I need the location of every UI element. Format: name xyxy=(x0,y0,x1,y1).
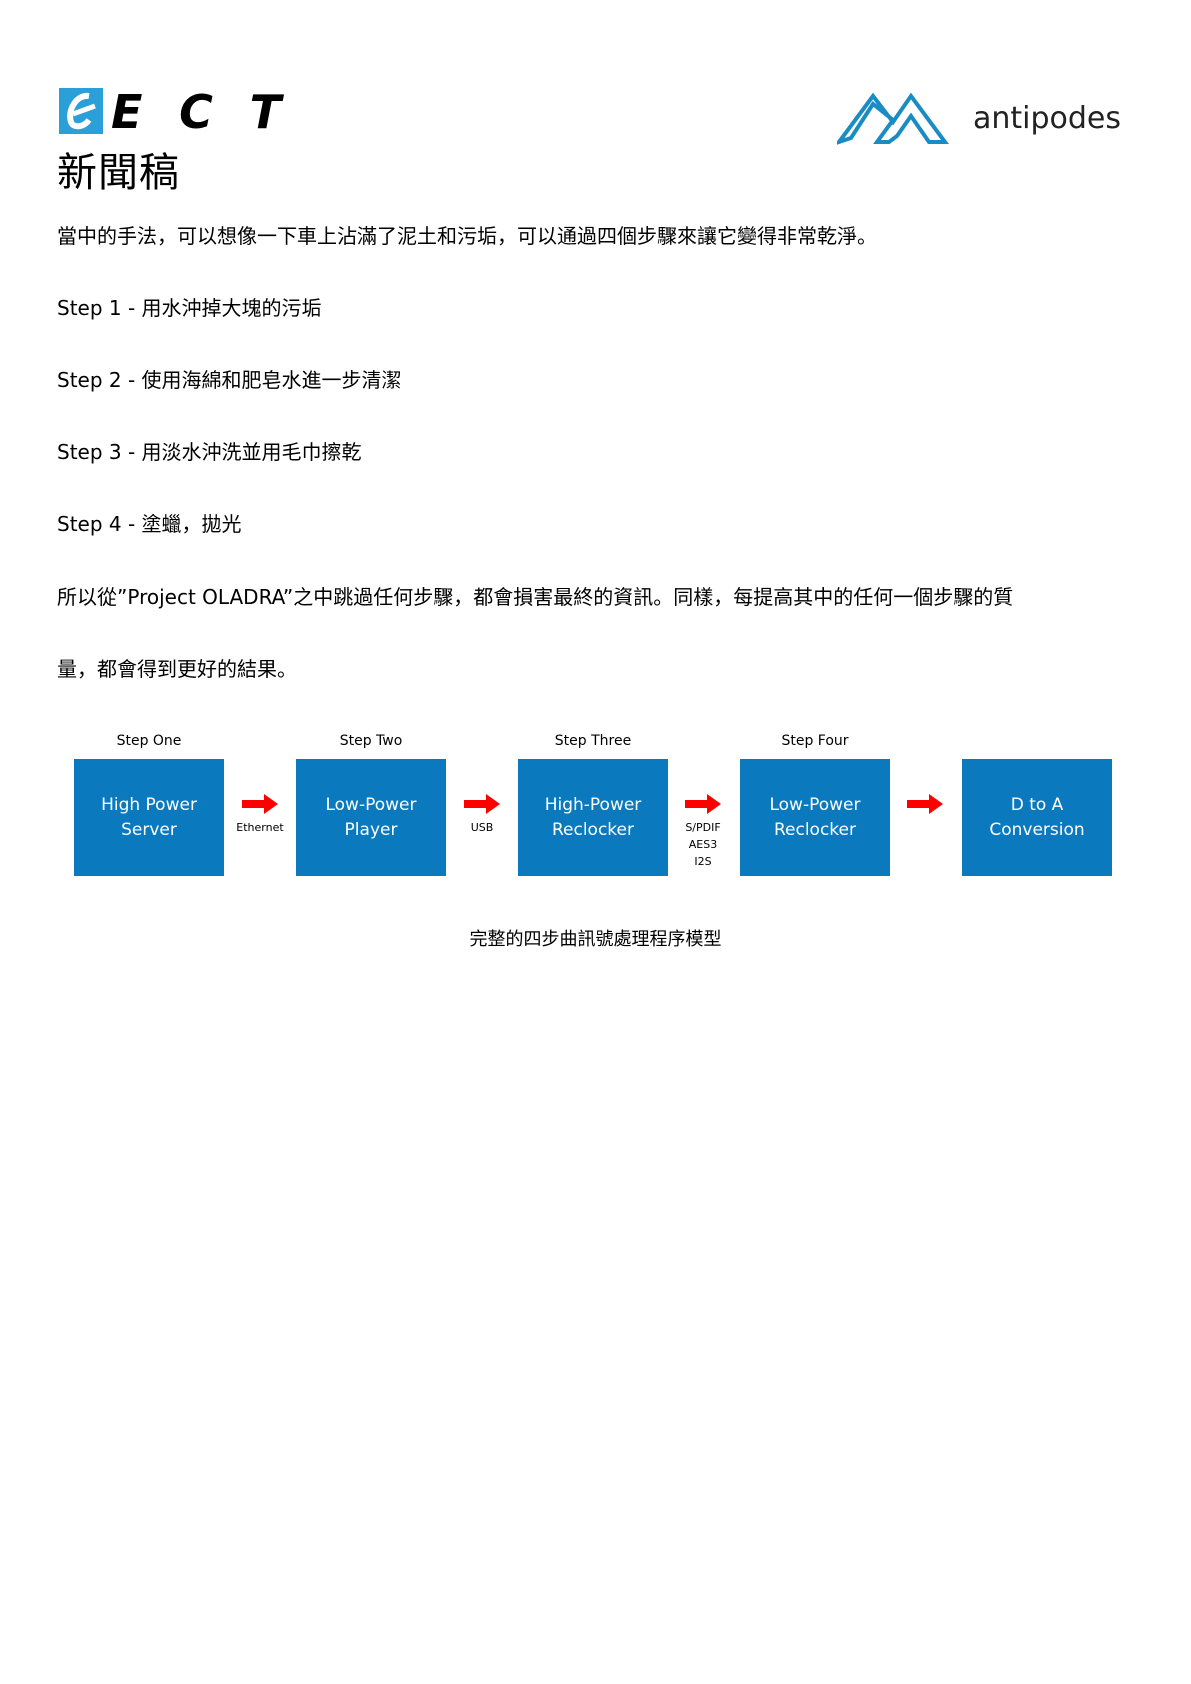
step-two-label: Step Two xyxy=(339,733,403,749)
arrow-right-icon xyxy=(907,794,943,814)
box-line: Conversion xyxy=(989,819,1085,840)
step-3-text: Step 3 - 用淡水沖洗並用毛巾擦乾 xyxy=(57,440,362,464)
step-4-text: Step 4 - 塗蠟，拋光 xyxy=(57,512,242,536)
antipodes-logo: antipodes xyxy=(837,92,1121,145)
box-line: Reclocker xyxy=(773,819,856,840)
spdif-label: S/PDIF xyxy=(685,821,721,834)
box-line: Low-Power xyxy=(325,794,417,815)
step-three-label: Step Three xyxy=(554,733,632,749)
arrow-right-icon xyxy=(464,794,500,814)
page-title: 新聞稿 xyxy=(57,150,180,196)
step-1-text: Step 1 - 用水沖掉大塊的污垢 xyxy=(57,296,322,320)
ect-logo: ECT xyxy=(59,88,285,134)
box-line: High-Power xyxy=(544,794,642,815)
intro-paragraph: 當中的手法，可以想像一下車上沾滿了泥土和污垢，可以通過四個步驟來讓它變得非常乾淨… xyxy=(57,224,877,248)
box-line: High Power xyxy=(101,794,197,815)
spdif-connectors-label: S/PDIF AES3 I2S xyxy=(668,819,738,870)
box-line: Server xyxy=(121,819,177,840)
ethernet-label: Ethernet xyxy=(236,821,284,834)
aes3-label: AES3 xyxy=(688,838,718,851)
step-four-label: Step Four xyxy=(781,733,849,749)
box-line: Low-Power xyxy=(769,794,861,815)
arrow-right-icon xyxy=(685,794,721,814)
svg-text:antipodes: antipodes xyxy=(973,101,1121,136)
conclusion-line-2: 量，都會得到更好的結果。 xyxy=(57,657,297,681)
step-one-label: Step One xyxy=(116,733,182,749)
diagram-caption: 完整的四步曲訊號處理程序模型 xyxy=(469,929,722,950)
usb-label: USB xyxy=(470,821,494,834)
arrow-right-icon xyxy=(242,794,278,814)
box-line: Player xyxy=(344,819,398,840)
box-line: Reclocker xyxy=(551,819,634,840)
d-to-a-conversion-box: D to A Conversion xyxy=(962,759,1112,876)
svg-text:ECT: ECT xyxy=(111,88,285,134)
step-2-text: Step 2 - 使用海綿和肥皂水進一步清潔 xyxy=(57,368,402,392)
conclusion-line-1: 所以從”Project OLADRA”之中跳過任何步驟，都會損害最終的資訊。同樣… xyxy=(57,585,1014,609)
box-line: D to A xyxy=(1010,794,1064,815)
i2s-label: I2S xyxy=(694,855,712,868)
